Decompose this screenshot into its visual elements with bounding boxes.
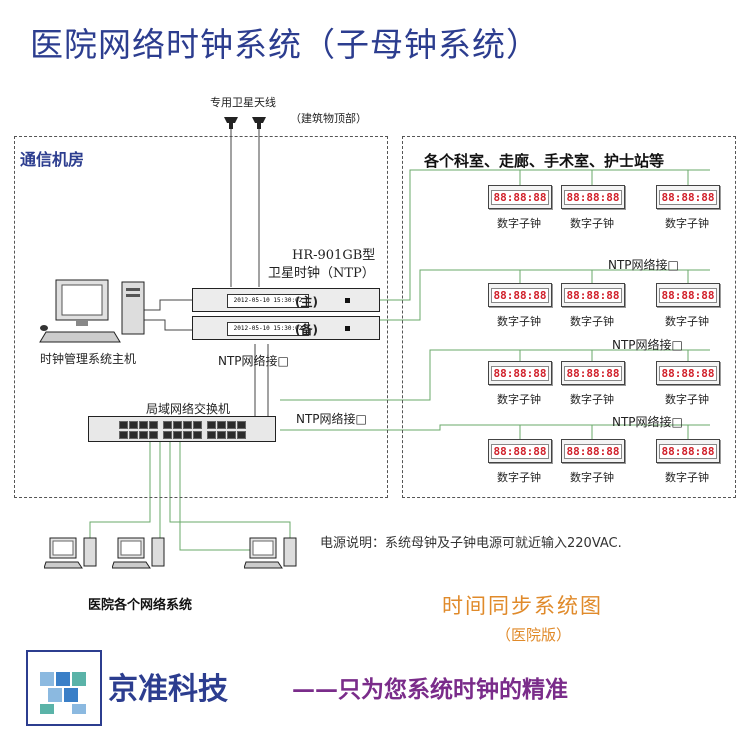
wards-label: 各个科室、走廊、手术室、护士站等 — [424, 152, 665, 170]
sync-subtitle: （医院版） — [496, 626, 572, 644]
network-label: 医院各个网络系统 — [88, 598, 193, 613]
page-title: 医院网络时钟系统（子母钟系统） — [30, 25, 540, 64]
digital-clock: 88:88:88 — [488, 361, 552, 385]
brand-name: 京准科技 — [108, 672, 228, 707]
clock-label: 数字子钟 — [665, 217, 709, 230]
clock-label: 数字子钟 — [665, 393, 709, 406]
rack-backup-tag: (备) — [295, 323, 318, 337]
slogan: ——只为您系统时钟的精准 — [292, 676, 568, 703]
wards-box — [402, 136, 736, 498]
digital-clock: 88:88:88 — [561, 361, 625, 385]
device-name: 卫星时钟（NTP） — [268, 266, 375, 281]
brand-logo — [26, 650, 102, 726]
network-switch — [88, 416, 276, 442]
sync-title: 时间同步系统图 — [442, 594, 603, 618]
digital-clock: 88:88:88 — [656, 361, 720, 385]
clock-label: 数字子钟 — [665, 471, 709, 484]
power-note: 电源说明：系统母钟及子钟电源可就近输入220VAC. — [320, 536, 622, 551]
master-clock-backup: 2012-05-10 15:30:02 (备) — [192, 316, 380, 340]
ntp-label: NTP网络接□ — [612, 338, 683, 352]
computer-icon — [112, 537, 165, 569]
comm-room-box — [14, 136, 388, 498]
clock-label: 数字子钟 — [497, 217, 541, 230]
digital-clock: 88:88:88 — [561, 185, 625, 209]
clock-label: 数字子钟 — [497, 315, 541, 328]
clock-label: 数字子钟 — [570, 393, 614, 406]
ntp-label: NTP网络接□ — [608, 258, 679, 272]
comm-room-label: 通信机房 — [20, 150, 85, 169]
computer-icon — [44, 537, 97, 569]
rack-display: 2012-05-10 15:30:02 — [227, 294, 309, 308]
clock-label: 数字子钟 — [570, 315, 614, 328]
rack-display: 2012-05-10 15:30:02 — [227, 322, 309, 336]
computer-icon — [244, 537, 297, 569]
ntp-label: NTP网络接□ — [218, 354, 289, 368]
device-model: HR-901GB型 — [292, 248, 376, 263]
clock-label: 数字子钟 — [497, 471, 541, 484]
switch-label: 局域网络交换机 — [146, 402, 231, 416]
digital-clock: 88:88:88 — [488, 439, 552, 463]
ntp-label: NTP网络接□ — [296, 412, 367, 426]
digital-clock: 88:88:88 — [488, 185, 552, 209]
digital-clock: 88:88:88 — [656, 185, 720, 209]
master-clock-main: 2012-05-10 15:30:02 (主) — [192, 288, 380, 312]
clock-label: 数字子钟 — [570, 471, 614, 484]
antenna-icon — [224, 117, 266, 129]
status-led-icon — [345, 298, 350, 303]
antenna-label: 专用卫星天线 — [210, 96, 276, 109]
digital-clock: 88:88:88 — [656, 439, 720, 463]
pc-host-label: 时钟管理系统主机 — [40, 352, 137, 366]
building-label: （建筑物顶部） — [290, 112, 367, 125]
computer-icon — [39, 279, 145, 343]
clock-label: 数字子钟 — [665, 315, 709, 328]
rack-main-tag: (主) — [295, 295, 318, 309]
digital-clock: 88:88:88 — [561, 439, 625, 463]
digital-clock: 88:88:88 — [561, 283, 625, 307]
ntp-label: NTP网络接□ — [612, 415, 683, 429]
clock-label: 数字子钟 — [497, 393, 541, 406]
digital-clock: 88:88:88 — [656, 283, 720, 307]
status-led-icon — [345, 326, 350, 331]
clock-label: 数字子钟 — [570, 217, 614, 230]
logo-mark-icon — [40, 672, 86, 714]
digital-clock: 88:88:88 — [488, 283, 552, 307]
